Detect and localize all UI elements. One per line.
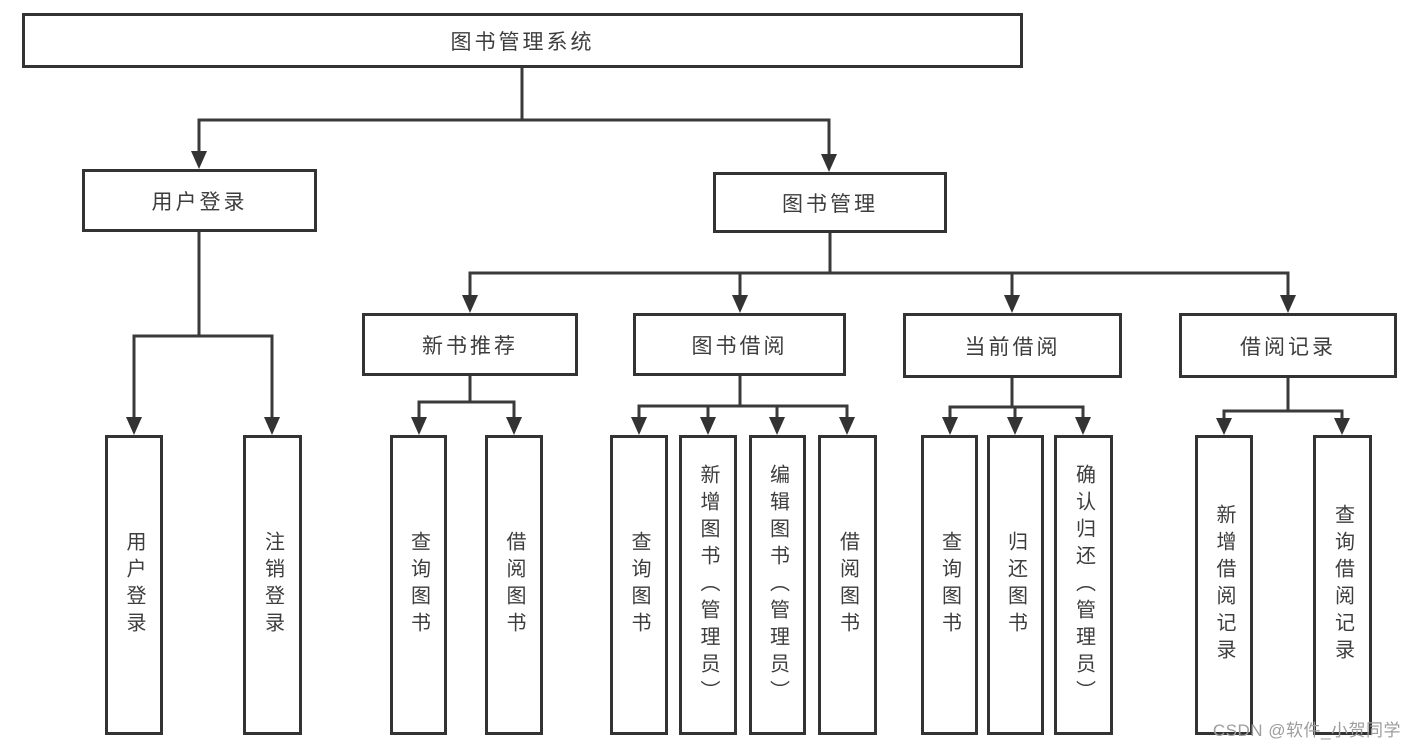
leaf-add-book-admin: 新增图书（管理员） bbox=[679, 435, 737, 735]
leaf-edit-book-admin-label: 编辑图书（管理员） bbox=[766, 463, 789, 707]
leaf-query-books-current: 查询图书 bbox=[921, 435, 978, 735]
leaf-add-borrow-record-label: 新增借阅记录 bbox=[1213, 504, 1235, 666]
node-new-book-recommend: 新书推荐 bbox=[362, 313, 578, 376]
leaf-return-book: 归还图书 bbox=[987, 435, 1044, 735]
leaf-query-borrow-record-label: 查询借阅记录 bbox=[1331, 504, 1354, 666]
leaf-query-books-borrow-label: 查询图书 bbox=[628, 531, 650, 639]
arrowheads bbox=[126, 151, 1350, 435]
node-current-borrow: 当前借阅 bbox=[903, 313, 1122, 378]
leaf-add-borrow-record: 新增借阅记录 bbox=[1195, 435, 1253, 735]
leaf-logout-login-label: 注销登录 bbox=[261, 531, 284, 639]
node-book-management-label: 图书管理 bbox=[782, 192, 878, 216]
leaf-user-login: 用户登录 bbox=[105, 435, 163, 735]
node-new-book-recommend-label: 新书推荐 bbox=[422, 334, 518, 358]
leaf-user-login-label: 用户登录 bbox=[123, 531, 145, 639]
node-book-management: 图书管理 bbox=[713, 172, 947, 233]
leaf-borrow-books-recommend: 借阅图书 bbox=[485, 435, 543, 735]
leaf-query-books-recommend: 查询图书 bbox=[390, 435, 447, 735]
node-current-borrow-label: 当前借阅 bbox=[964, 335, 1061, 359]
leaf-confirm-return-admin-label: 确认归还（管理员） bbox=[1072, 463, 1095, 707]
leaf-query-books-borrow: 查询图书 bbox=[610, 435, 668, 735]
leaf-edit-book-admin: 编辑图书（管理员） bbox=[749, 435, 806, 735]
leaf-borrow-books-recommend-label: 借阅图书 bbox=[503, 531, 525, 639]
node-user-login: 用户登录 bbox=[82, 169, 317, 232]
leaf-add-book-admin-label: 新增图书（管理员） bbox=[697, 463, 719, 707]
leaf-confirm-return-admin: 确认归还（管理员） bbox=[1054, 435, 1113, 735]
node-root: 图书管理系统 bbox=[22, 13, 1023, 68]
node-book-borrow-label: 图书借阅 bbox=[691, 334, 788, 358]
leaf-return-book-label: 归还图书 bbox=[1004, 531, 1027, 639]
watermark: CSDN @软件_小贺同学 bbox=[1212, 721, 1401, 740]
node-borrow-records-label: 借阅记录 bbox=[1240, 335, 1336, 359]
leaf-query-books-recommend-label: 查询图书 bbox=[407, 531, 430, 639]
leaf-logout-login: 注销登录 bbox=[243, 435, 302, 735]
node-book-borrow: 图书借阅 bbox=[633, 313, 846, 376]
leaf-query-borrow-record: 查询借阅记录 bbox=[1313, 435, 1372, 735]
node-borrow-records: 借阅记录 bbox=[1179, 313, 1397, 378]
node-root-label: 图书管理系统 bbox=[450, 30, 595, 54]
leaf-borrow-books-label: 借阅图书 bbox=[836, 531, 859, 639]
leaf-borrow-books: 借阅图书 bbox=[818, 435, 877, 735]
node-user-login-label: 用户登录 bbox=[151, 190, 248, 214]
leaf-query-books-current-label: 查询图书 bbox=[938, 531, 961, 639]
